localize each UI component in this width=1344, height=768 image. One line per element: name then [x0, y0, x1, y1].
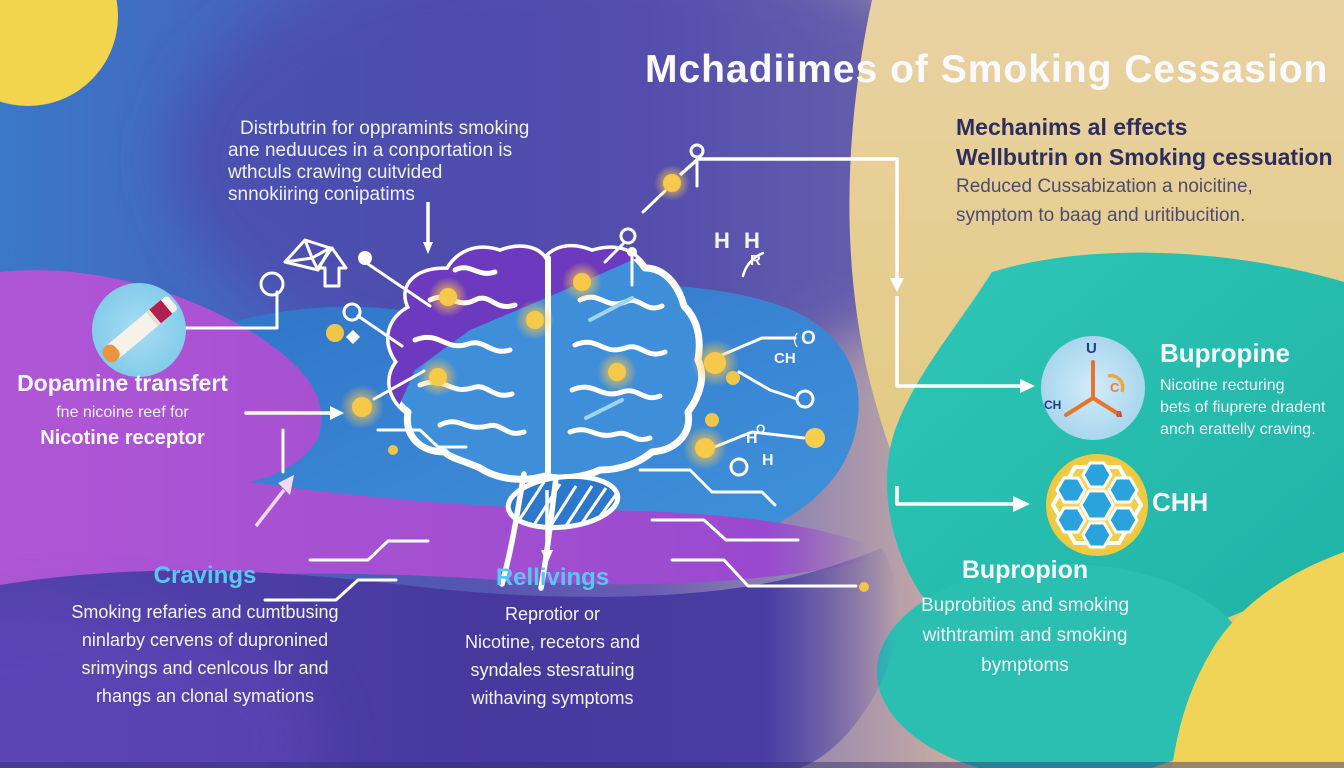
right-arrowhead	[1013, 496, 1030, 512]
bupropine-line: anch erattelly craving.	[1160, 421, 1316, 438]
page-title: Mchadiimes of Smoking Cessasion	[645, 48, 1329, 91]
note-bold-line: Mechanims al effects	[956, 114, 1188, 140]
bupropion-block: Bupropion Buprobitios and smoking withtr…	[880, 556, 1170, 681]
teal-blob	[886, 252, 1344, 647]
circuit-lines	[184, 143, 858, 602]
top-left-note: Distrbutrin for oppramints smoking ane n…	[228, 118, 529, 206]
teal-bubble-bupropion	[877, 564, 1253, 768]
down-arrowhead	[890, 278, 904, 292]
molecule-label-c: C	[1110, 380, 1120, 395]
note-line: ane neduuces in a conportation is	[228, 140, 513, 161]
rellivings-line: syndales stesratuing	[470, 660, 635, 680]
dopamine-line: fne nicoine reef for	[56, 404, 189, 421]
cravings-line: srimyings and cenlcous lbr and	[81, 658, 329, 678]
molecule-icon	[1041, 336, 1145, 440]
chem-label-r: R	[750, 252, 761, 269]
dopamine-line: Nicotine receptor	[40, 427, 205, 449]
note-line: Reduced Cussabization a noicitine,	[956, 176, 1253, 197]
chem-label-paren: (	[793, 331, 798, 348]
bupropion-line: Buprobitios and smoking	[920, 595, 1130, 616]
bupropine-block: Bupropine Nicotine recturing bets of fiu…	[1160, 338, 1325, 441]
chem-label-h: H	[762, 452, 774, 469]
note-line: symptom to baag and uritibucition.	[956, 205, 1246, 226]
bupropion-line: bymptoms	[981, 655, 1069, 676]
hexagon-molecule-icon	[1046, 454, 1148, 556]
bupropion-line: withtramim and smoking	[922, 625, 1128, 646]
brainstem	[499, 471, 559, 591]
molecule-label-ch: CH	[1044, 398, 1062, 412]
right-arrowhead	[330, 406, 344, 420]
dopamine-block: Dopamine transfert fne nicoine reef for …	[0, 370, 245, 450]
magenta-blob	[0, 270, 870, 594]
note-line: Distrbutrin for oppramints smoking	[240, 118, 530, 139]
cravings-line: Smoking refaries and cumtbusing	[71, 602, 339, 622]
plain-nodes	[326, 247, 869, 592]
bupropine-heading: Bupropine	[1160, 338, 1290, 368]
note-line: snnokiiring conipatims	[228, 184, 415, 205]
chem-label-h: H	[746, 430, 758, 447]
down-arrowhead	[423, 242, 433, 254]
molecule-label-u: U	[1086, 340, 1097, 357]
cigarette-icon	[92, 283, 186, 377]
right-arrowhead	[1020, 379, 1035, 393]
chem-label-o: O	[801, 328, 816, 349]
up-right-arrowhead	[278, 475, 294, 495]
rellivings-heading: Rellivings	[495, 564, 610, 591]
yellow-corner-circle	[0, 0, 118, 106]
glow-nodes	[340, 165, 739, 470]
bupropine-line: bets of fiuprere dradent	[1160, 399, 1326, 416]
rellivings-line: withaving symptoms	[471, 688, 634, 708]
circuit-nodes	[326, 165, 869, 592]
dopamine-title: Dopamine transfert	[17, 370, 228, 396]
yellow-corner-blob	[1172, 552, 1344, 768]
cravings-line: ninlarby cervens of dupronined	[81, 630, 329, 650]
molecule-label-a: a	[1116, 408, 1123, 420]
rellivings-line: Reprotior or	[504, 604, 601, 624]
flow-arrows	[254, 157, 1035, 564]
cravings-line: rhangs an clonal symations	[95, 686, 315, 706]
bupropion-heading: Bupropion	[961, 556, 1089, 584]
note-line: wthculs crawing cuitvided	[228, 162, 443, 183]
bupropine-line: Nicotine recturing	[1160, 377, 1285, 394]
cravings-heading: Cravings	[153, 562, 257, 589]
chh-label: CHH	[1152, 487, 1209, 517]
chem-label-hh: H H	[714, 228, 764, 253]
right-note: Mechanims al effects Wellbutrin on Smoki…	[956, 112, 1333, 230]
cravings-block: Cravings Smoking refaries and cumtbusing…	[40, 562, 370, 710]
chem-label-ch: CH	[774, 350, 796, 367]
down-arrowhead	[541, 550, 553, 564]
note-bold-line: Wellbutrin on Smoking cessuation	[956, 144, 1333, 170]
rellivings-block: Rellivings Reprotior or Nicotine, receto…	[405, 564, 700, 712]
rellivings-line: Nicotine, recetors and	[464, 632, 641, 652]
chem-label-o-small: O	[756, 422, 766, 436]
